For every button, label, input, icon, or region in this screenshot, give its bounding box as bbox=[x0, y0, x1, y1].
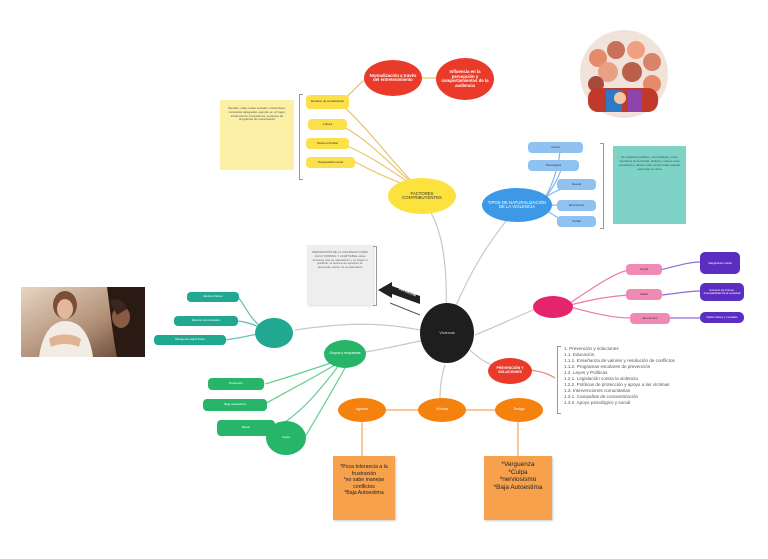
impacto-node[interactable] bbox=[533, 296, 573, 318]
link-center-tipos bbox=[449, 209, 516, 321]
efectos-item-1[interactable]: Depresión bbox=[208, 378, 264, 390]
prevencion-line-2: 1.1. Educación bbox=[564, 352, 595, 357]
consecuencias-item-3[interactable]: Riesgo de salud física bbox=[154, 335, 226, 345]
link-center-consecuencias bbox=[294, 323, 421, 331]
tipos-item-4[interactable]: Económica bbox=[557, 200, 596, 211]
prevencion-line-10: 1.3.2. Apoyo psicológico y social bbox=[564, 400, 631, 405]
factores-item-1[interactable]: Modelos de socialización bbox=[306, 95, 349, 109]
factores-item-3[interactable]: Sistema familiar bbox=[306, 138, 349, 149]
factores-item-4[interactable]: Desigualdad social bbox=[306, 157, 355, 168]
impacto-item-salud[interactable]: Salud bbox=[626, 289, 662, 300]
center-node[interactable]: Violencia bbox=[420, 303, 474, 363]
link-center-roles bbox=[439, 364, 446, 401]
prevencion-line-8: 1.3. Intervenciones comunitarias bbox=[564, 388, 631, 393]
tipos-item-2[interactable]: Psicológica bbox=[528, 160, 579, 171]
definicion-bracket bbox=[373, 246, 377, 306]
tipos-item-3[interactable]: Sexual bbox=[557, 179, 596, 190]
impacto-item-economico[interactable]: Económico bbox=[630, 313, 670, 324]
tipos-item-5[interactable]: Verbal bbox=[557, 216, 596, 227]
impacto-outcome-3[interactable]: Daños físicos y mentales bbox=[700, 312, 744, 323]
influencia-node[interactable]: Influencia en la percepción y comportami… bbox=[436, 58, 494, 100]
prevencion-line-1: 1. Prevención y soluciones bbox=[564, 346, 619, 351]
tipos-node[interactable]: TIPOS DE NATURALIZACIÓN DE LA VIOLENCIA bbox=[482, 188, 552, 222]
impacto-item-social[interactable]: Social bbox=[626, 264, 662, 275]
link-center-efectos bbox=[364, 339, 426, 353]
tipos-note: En espacios públicos, comunidades, entre… bbox=[613, 146, 686, 224]
prevencion-line-7: 1.2.2. Políticas de protección y apoyo a… bbox=[564, 382, 670, 387]
efectos-node[interactable]: Grupos y respuestas bbox=[324, 340, 366, 368]
factores-bracket bbox=[299, 94, 303, 180]
agresor-note: *Poca tolerancia a la frustración *no sa… bbox=[333, 456, 395, 520]
tipos-item-1[interactable]: Física bbox=[528, 142, 583, 153]
definicion-note: PERCEPCIÓN DE LA VIOLENCIA COMO ALGO NOR… bbox=[307, 245, 373, 305]
factores-item-2[interactable]: Cultura bbox=[308, 119, 347, 130]
consecuencias-item-2[interactable]: Efectos emocionales bbox=[174, 316, 238, 326]
role-agresor[interactable]: Agresor bbox=[338, 398, 386, 422]
normalizacion-node[interactable]: Normalización a través del entretenimien… bbox=[364, 60, 422, 96]
factores-node[interactable]: FACTORES CONTRIBUYENTES bbox=[388, 178, 456, 214]
group-illustration-image bbox=[580, 30, 668, 118]
consecuencias-node[interactable] bbox=[255, 318, 293, 348]
efectos-item-3[interactable]: Miedo bbox=[217, 420, 275, 436]
violence-photo-image bbox=[21, 287, 145, 357]
prevencion-line-9: 1.3.1. Campañas de concientización bbox=[564, 394, 639, 399]
tipos-bracket bbox=[600, 143, 604, 229]
prevencion-list: 1. Prevención y soluciones 1.1. Educació… bbox=[564, 346, 675, 406]
efectos-item-2[interactable]: Baja autoestima bbox=[203, 399, 267, 411]
victima-note: *Verguenza *Culpa *nerviosismo *Baja Aut… bbox=[484, 456, 552, 520]
prevencion-line-3: 1.1.1. Enseñanza de valores y resolución… bbox=[564, 358, 675, 363]
impacto-outcome-1[interactable]: Marginación social bbox=[700, 252, 740, 274]
impacto-outcome-2[interactable]: Aumento de Crimen, desestabilidad de la … bbox=[700, 283, 744, 301]
consecuencias-item-1[interactable]: Efectos físicos bbox=[187, 292, 239, 302]
definicion-arrow bbox=[378, 282, 420, 304]
prevencion-bracket bbox=[557, 346, 561, 414]
factores-note: Bandas, mala, redes sociales, costumbres… bbox=[220, 100, 294, 170]
role-victima[interactable]: Víctima bbox=[418, 398, 466, 422]
prevencion-line-5: 1.2. Leyes y Políticas bbox=[564, 370, 608, 375]
efectos-item-4[interactable]: Culpa bbox=[266, 421, 306, 455]
role-testigo[interactable]: Testigo bbox=[495, 398, 543, 422]
prevencion-node[interactable]: PREVENCIÓN Y SOLUCIONES bbox=[488, 358, 532, 384]
prevencion-line-4: 1.1.2. Programas escolares de prevención bbox=[564, 364, 651, 369]
prevencion-line-6: 1.2.1. Legislación contra la violencia bbox=[564, 376, 638, 381]
